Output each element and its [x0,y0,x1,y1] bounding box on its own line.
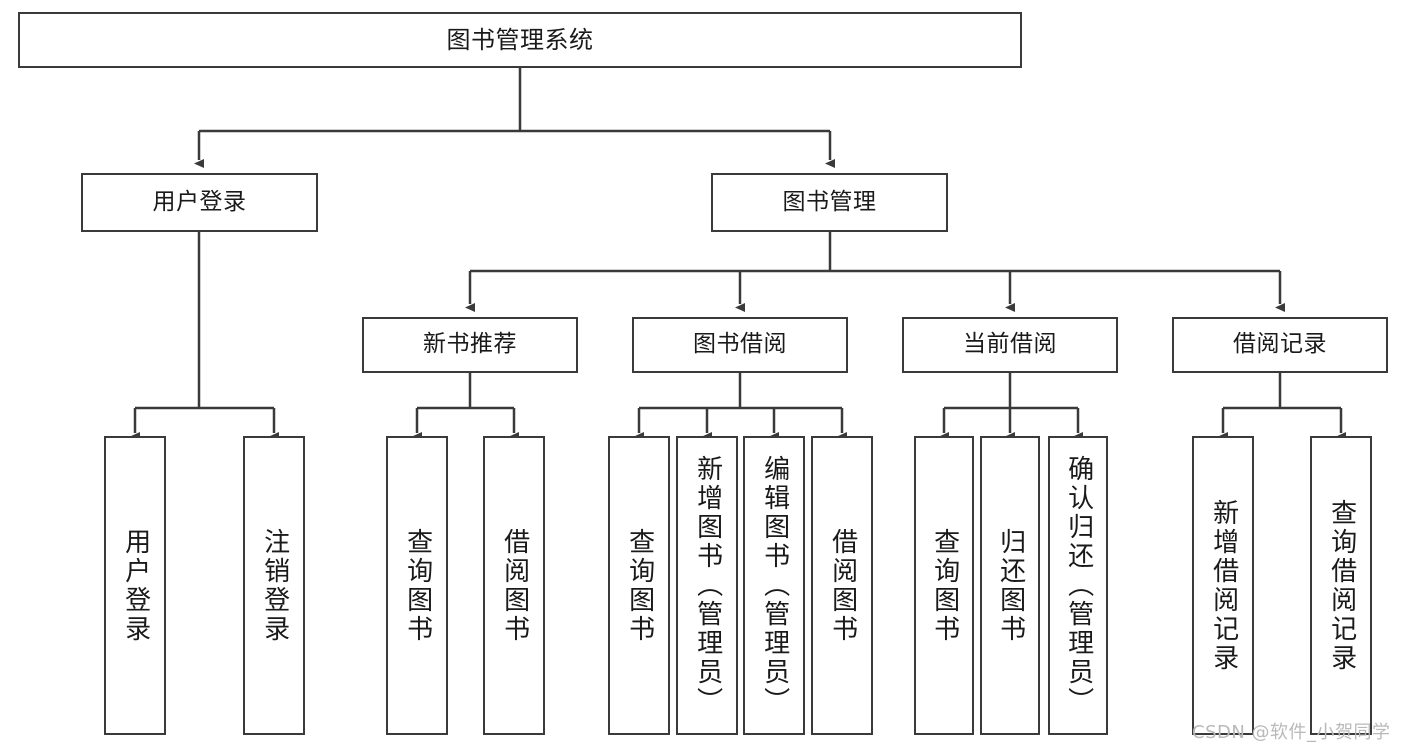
node-label: 查询图书 [624,527,655,644]
leaf-query-book-borrow[interactable]: 查询图书 [608,436,670,735]
node-label: 新增借阅记录 [1208,498,1239,673]
node-new-book-recommend[interactable]: 新书推荐 [362,317,578,373]
node-label: 图书管理系统 [446,25,594,54]
leaf-confirm-return-admin[interactable]: 确认归还（管理员） [1048,436,1108,735]
node-label: 图书管理 [782,188,877,215]
leaf-return-book[interactable]: 归还图书 [980,436,1040,735]
leaf-query-book-newbook[interactable]: 查询图书 [386,436,448,735]
node-label: 借阅记录 [1233,331,1327,358]
leaf-add-book-admin[interactable]: 新增图书（管理员） [676,436,738,735]
node-root-system[interactable]: 图书管理系统 [18,12,1022,68]
node-label: 查询图书 [929,527,960,644]
node-user-login[interactable]: 用户登录 [81,173,318,232]
node-label: 注销登录 [259,527,290,644]
leaf-query-book-current[interactable]: 查询图书 [914,436,974,735]
leaf-borrow-book[interactable]: 借阅图书 [811,436,873,735]
node-label: 用户登录 [152,188,247,215]
leaf-user-login[interactable]: 用户登录 [104,436,166,735]
node-label: 用户登录 [120,527,151,644]
node-label: 查询图书 [402,527,433,644]
csdn-watermark: CSDN @软件_小贺同学 [1192,722,1391,743]
node-book-management[interactable]: 图书管理 [711,173,948,232]
leaf-query-borrow-record[interactable]: 查询借阅记录 [1310,436,1372,735]
node-label: 图书借阅 [693,331,787,358]
node-label: 归还图书 [995,527,1026,644]
leaf-edit-book-admin[interactable]: 编辑图书（管理员） [743,436,805,735]
leaf-borrow-book-newbook[interactable]: 借阅图书 [483,436,545,735]
leaf-add-borrow-record[interactable]: 新增借阅记录 [1192,436,1254,735]
node-label: 新增图书（管理员） [692,455,723,716]
node-label: 借阅图书 [827,527,858,644]
node-book-borrow[interactable]: 图书借阅 [632,317,848,373]
node-label: 编辑图书（管理员） [759,455,790,716]
node-current-borrow[interactable]: 当前借阅 [902,317,1118,373]
node-label: 新书推荐 [423,331,517,358]
leaf-user-logout[interactable]: 注销登录 [243,436,305,735]
node-label: 当前借阅 [963,331,1057,358]
node-borrow-record[interactable]: 借阅记录 [1172,317,1388,373]
node-label: 确认归还（管理员） [1063,455,1094,716]
node-label: 查询借阅记录 [1326,498,1357,673]
node-label: 借阅图书 [499,527,530,644]
